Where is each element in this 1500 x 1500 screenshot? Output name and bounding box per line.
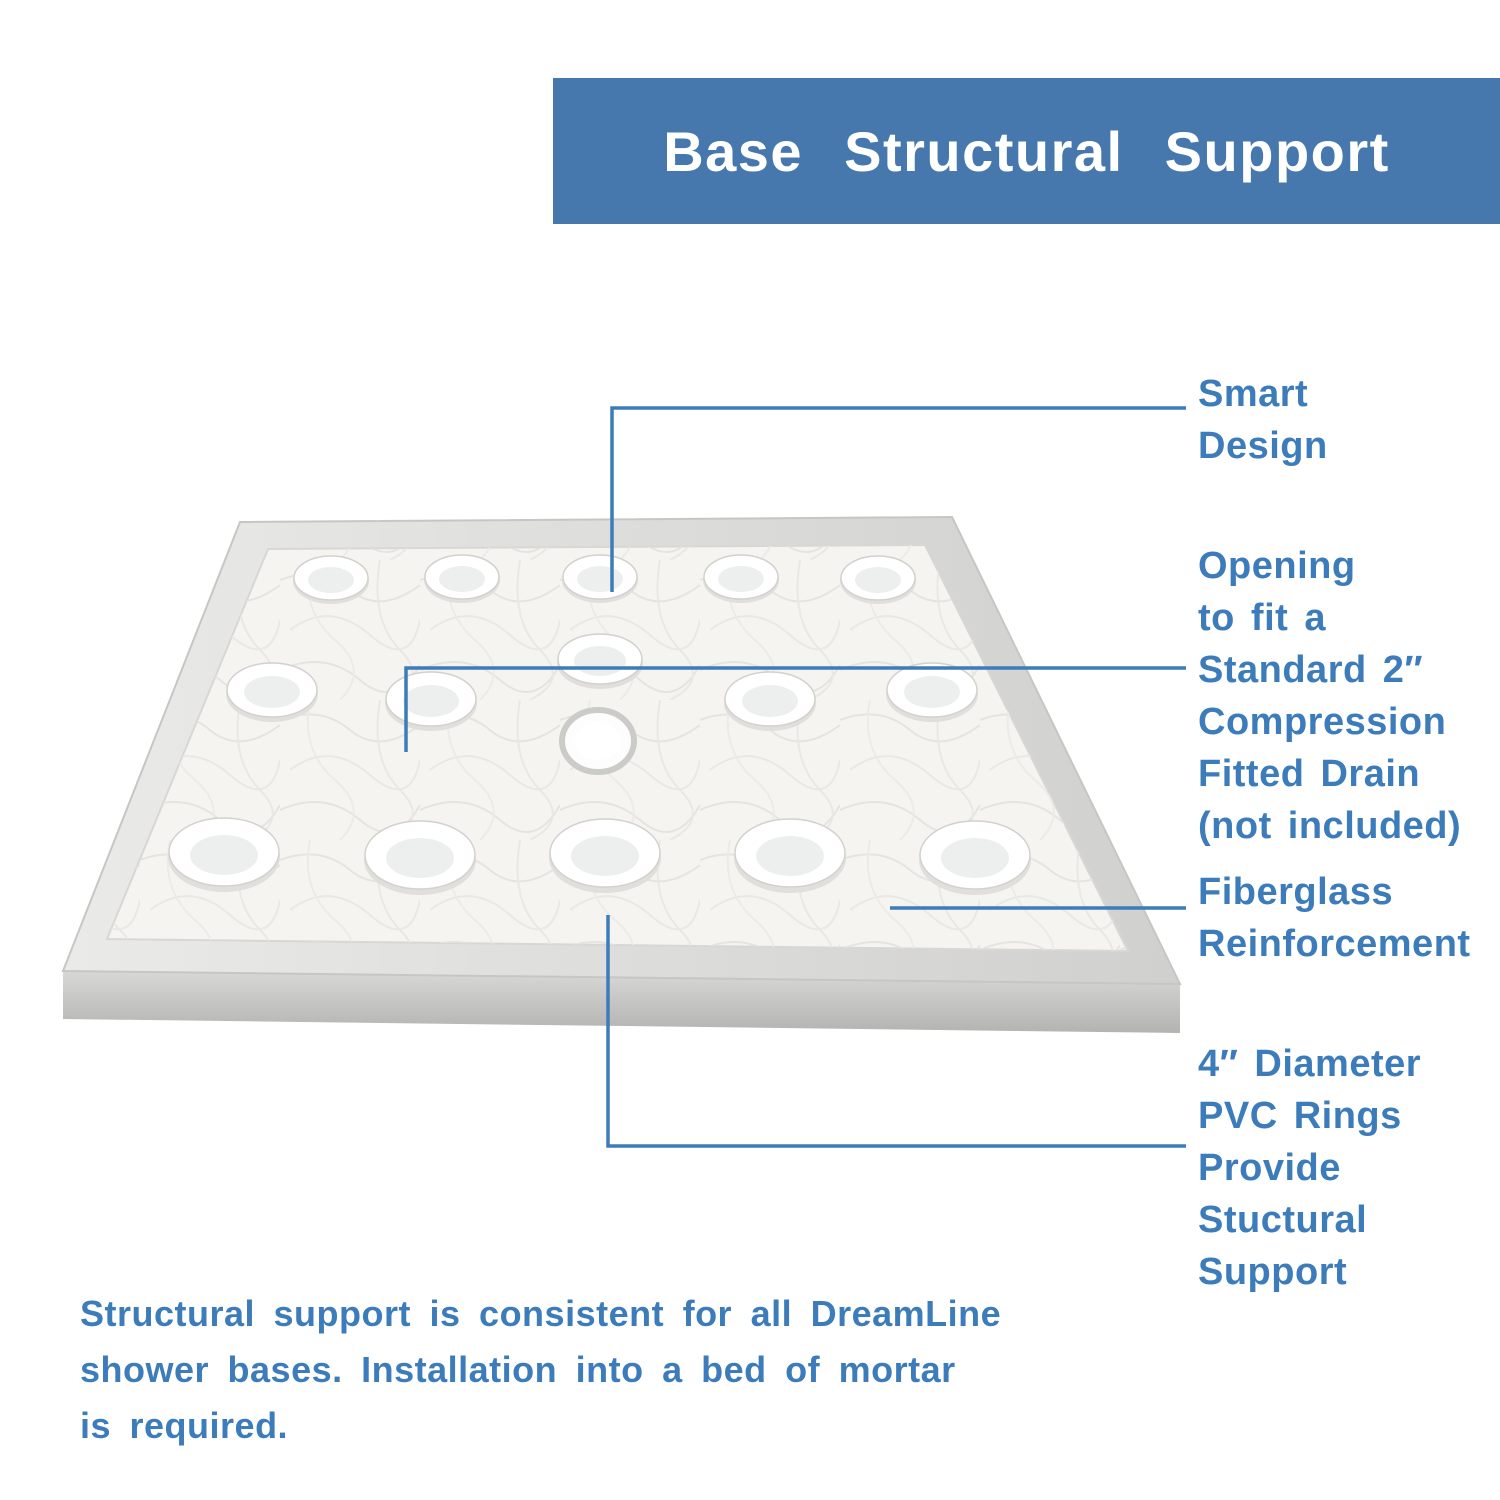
footer-note: Structural support is consistent for all…: [80, 1293, 1002, 1446]
drain-opening: [559, 707, 637, 775]
callout-label-fiberglass: Fiberglass Reinforcement: [1198, 871, 1471, 965]
callout-line-pvc-rings: [606, 915, 1186, 1148]
pvc-ring: [703, 554, 779, 603]
pvc-ring-row-back: [293, 554, 916, 604]
callout-line-smart-design: [610, 406, 1186, 592]
pvc-ring: [919, 820, 1031, 895]
callout-lines: [404, 406, 1186, 1148]
pvc-ring: [724, 671, 816, 731]
callout-line-drain-opening: [404, 666, 1186, 752]
pvc-ring-row-front: [168, 817, 1031, 895]
pvc-ring: [293, 555, 369, 604]
pvc-ring: [886, 662, 978, 722]
pvc-ring: [364, 820, 476, 895]
pvc-ring: [557, 633, 643, 689]
pvc-ring: [840, 555, 916, 604]
pvc-ring: [168, 817, 280, 892]
pvc-ring: [562, 554, 638, 603]
pvc-ring: [385, 671, 477, 731]
pvc-ring: [734, 818, 846, 893]
callout-label-drain-opening: Opening to fit a Standard 2″ Compression…: [1198, 545, 1462, 847]
pvc-ring: [424, 554, 500, 603]
callout-label-pvc-rings: 4″ Diameter PVC Rings Provide Stuctural …: [1198, 1043, 1422, 1293]
callout-label-smart-design: Smart Design: [1198, 373, 1328, 467]
page-title: Base Structural Support: [663, 119, 1390, 183]
pvc-ring: [226, 662, 318, 722]
pvc-ring: [549, 818, 661, 893]
pvc-ring-row-middle: [226, 633, 978, 731]
header-banner: Base Structural Support: [553, 78, 1500, 224]
tray-front-face: [63, 971, 1180, 1033]
